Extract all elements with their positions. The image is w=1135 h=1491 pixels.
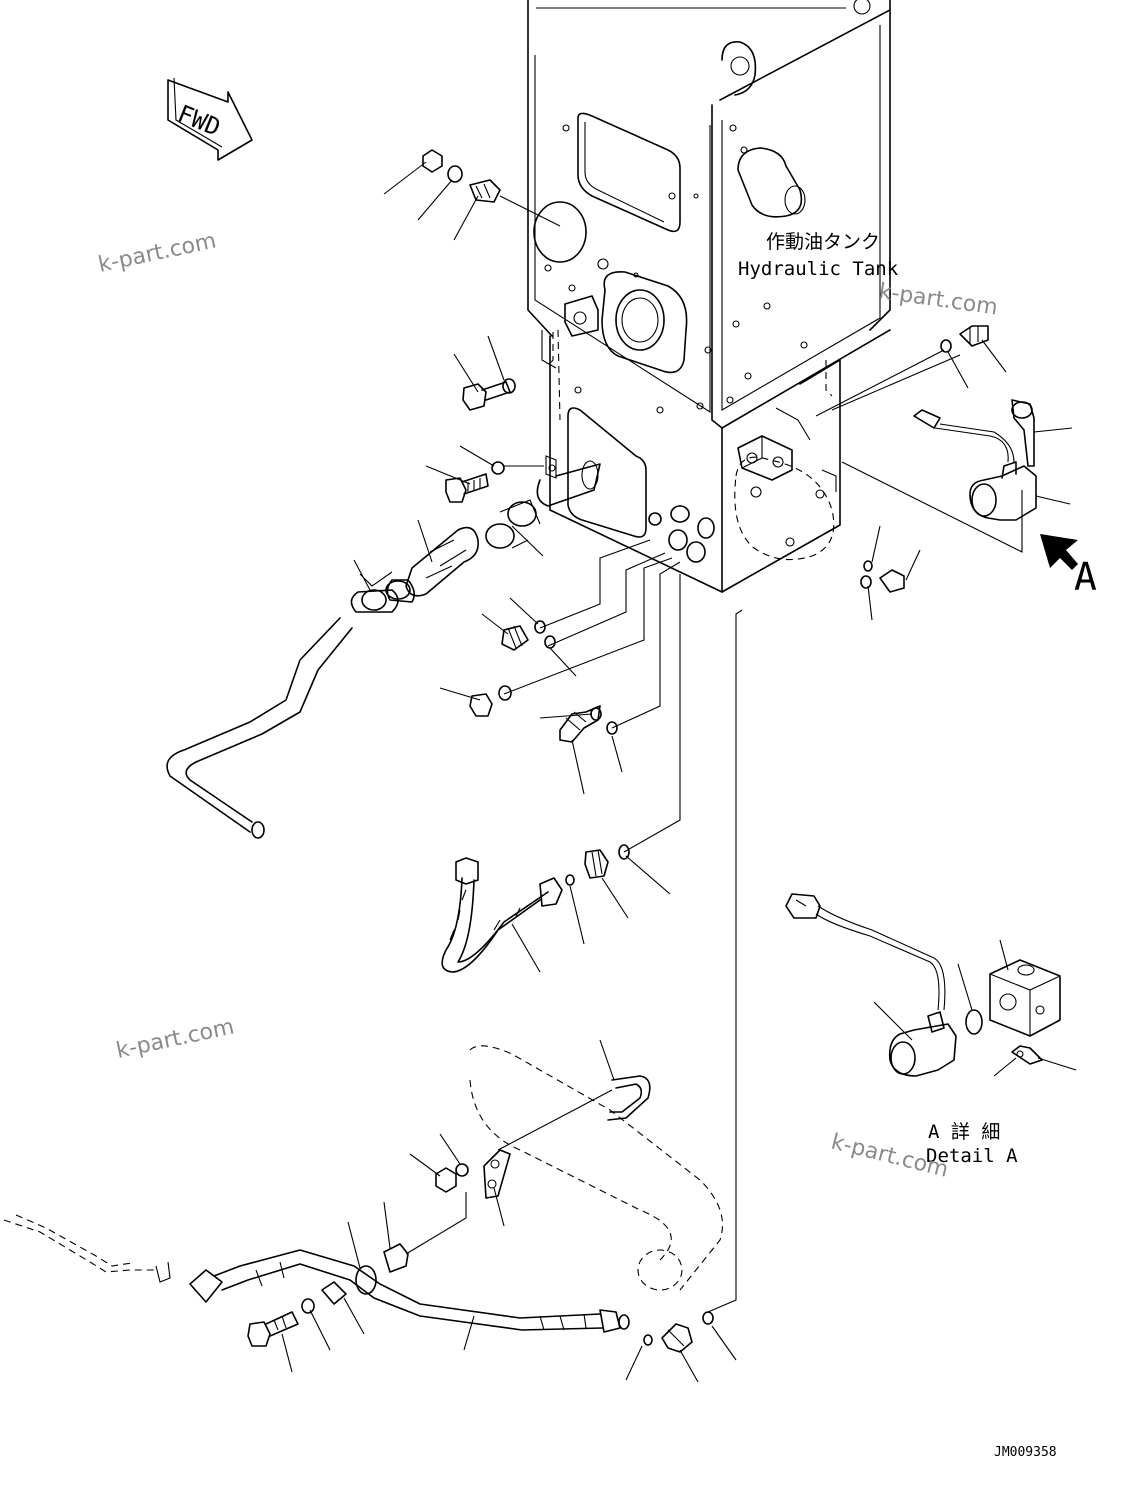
hose-clamp-right [485, 499, 541, 549]
fwd-arrow-icon: FWD [167, 77, 253, 161]
detail-label-jp: A 詳 細 [928, 1121, 1000, 1143]
nut-lower [435, 1163, 469, 1193]
watermark: k-part.com [877, 279, 999, 320]
tank-label-en: Hydraulic Tank [738, 258, 899, 280]
pilot-hose [441, 857, 563, 973]
bolt-lower [247, 1298, 315, 1347]
bolt-upper [462, 378, 516, 411]
bolt-middle [445, 461, 544, 503]
u-clip [607, 1075, 651, 1121]
dashed-routing [3, 329, 833, 1283]
socket-bolt [1011, 399, 1035, 467]
detail-a-solenoid [785, 893, 957, 1077]
solenoid-valve [913, 409, 1037, 521]
fittings-right-lower [860, 560, 905, 593]
view-arrow-label: A [1074, 555, 1097, 599]
tank-label-jp: 作動油タンク [766, 231, 880, 253]
detail-a-o-ring [965, 1009, 983, 1035]
nut-and-fittings-upper [422, 149, 561, 227]
view-arrow-a-icon [1040, 534, 1078, 570]
fitting-top-right [940, 325, 989, 353]
detail-a-block [989, 959, 1061, 1037]
watermark: k-part.com [96, 229, 218, 278]
hydraulic-tank [527, 0, 891, 593]
detail-label-en: Detail A [926, 1145, 1018, 1167]
fwd-label: FWD [174, 100, 225, 142]
drain-hose-upper [166, 617, 353, 839]
detail-a-fitting [1011, 1045, 1043, 1065]
drawing-number: JM009358 [994, 1445, 1057, 1460]
elbow-fitting-lower [643, 1311, 714, 1353]
bracket-plate [483, 1089, 613, 1199]
clip-lower [321, 1192, 467, 1305]
leader-lines [281, 161, 1077, 1383]
watermark: k-part.com [114, 1015, 236, 1064]
hose-clamp-left [350, 571, 416, 613]
connection-lines [503, 349, 1023, 1313]
hose-sleeve [405, 526, 480, 597]
plug-middle [469, 685, 512, 717]
lower-hose-assembly [189, 1249, 630, 1333]
adapter-middle [559, 705, 618, 743]
suction-pipe-lower [469, 1045, 724, 1291]
connector-pilot [565, 844, 630, 886]
